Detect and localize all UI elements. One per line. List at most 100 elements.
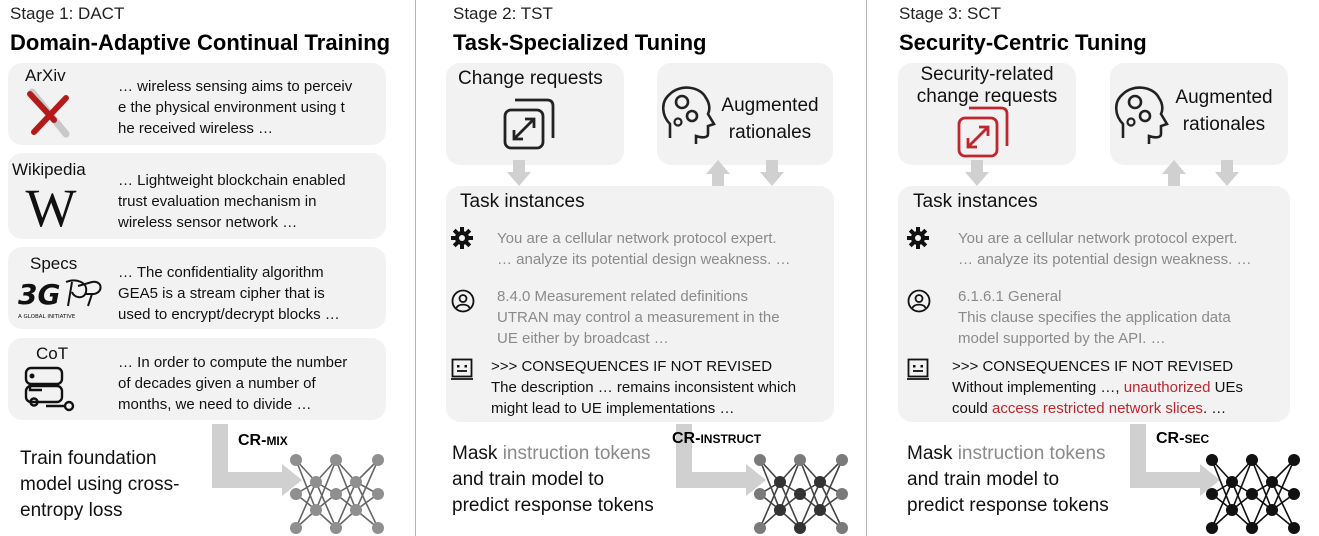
network-edge [295, 481, 317, 529]
network-node [794, 522, 806, 534]
network-node [836, 488, 848, 500]
network-node [350, 476, 362, 488]
user-input: 6.1.6.1 General This clause specifies th… [958, 288, 1231, 347]
source-text: … In order to compute the number of deca… [118, 354, 348, 413]
network-node [814, 504, 826, 516]
neural-network-icon [754, 454, 848, 534]
model-name: CR-SEC [1156, 430, 1210, 447]
network-edge [799, 459, 821, 511]
network-edge [355, 459, 379, 511]
task-instances-box [446, 186, 834, 422]
change-request-icon [503, 98, 555, 150]
network-edge [799, 481, 821, 529]
source-card-arxiv [8, 63, 386, 145]
neural-network-icon [1206, 454, 1300, 534]
model-name: CR-INSTRUCT [672, 430, 762, 447]
source-text: … Lightweight blockchain enabled trust e… [118, 172, 346, 231]
down-arrow [965, 160, 989, 186]
network-edge [1231, 459, 1253, 511]
network-node [1246, 454, 1258, 466]
network-node [774, 476, 786, 488]
augmented-rationales-title: Augmented rationales [1175, 87, 1273, 135]
training-description: Train foundation model using cross- entr… [20, 448, 180, 521]
network-node [1226, 504, 1238, 516]
user-icon [451, 289, 475, 313]
network-node [372, 522, 384, 534]
network-edge [1231, 481, 1253, 529]
network-node [1266, 504, 1278, 516]
source-text: … The confidentiality algorithm GEA5 is … [118, 264, 340, 323]
network-edge [1271, 481, 1295, 529]
flow-arrow [676, 424, 766, 496]
brain-gear-icon [661, 86, 716, 144]
source-name: CoT [36, 344, 69, 363]
network-node [836, 454, 848, 466]
network-node [290, 488, 302, 500]
network-edge [1211, 459, 1233, 511]
user-input: 8.4.0 Measurement related definitions UT… [497, 288, 780, 347]
source-card-wikipedia [8, 153, 386, 239]
down-arrow [1215, 160, 1239, 186]
stage-1-label: Stage 1: DACT [10, 4, 125, 23]
stage-divider [415, 0, 416, 536]
system-prompt: You are a cellular network protocol expe… [497, 230, 791, 268]
network-node [1206, 488, 1218, 500]
source-name: Wikipedia [12, 160, 86, 179]
network-edge [1251, 481, 1273, 529]
security-requests-title: Security-related change requests [916, 64, 1058, 107]
stage-2-title: Task-Specialized Tuning [453, 30, 707, 55]
network-node [330, 522, 342, 534]
network-node [794, 488, 806, 500]
network-edge [779, 481, 801, 529]
flow-arrow [212, 424, 302, 496]
assistant-icon [451, 358, 473, 380]
model-name: CR-MIX [238, 432, 288, 449]
network-node [372, 488, 384, 500]
network-node [310, 504, 322, 516]
task-instances-box [898, 186, 1290, 422]
network-node [330, 488, 342, 500]
network-node [290, 522, 302, 534]
network-edge [335, 459, 357, 511]
training-description: Mask instruction tokens and train model … [452, 443, 654, 516]
security-requests-box [898, 63, 1076, 165]
network-edge [1271, 459, 1295, 511]
network-node [836, 522, 848, 534]
network-node [330, 454, 342, 466]
response-text: >>> CONSEQUENCES IF NOT REVISED The desc… [491, 358, 797, 417]
svg-text:A GLOBAL INITIATIVE: A GLOBAL INITIATIVE [18, 314, 76, 320]
network-edge [759, 481, 781, 529]
network-node [794, 454, 806, 466]
arxiv-icon [27, 88, 70, 138]
up-arrow [706, 160, 730, 186]
network-node [754, 488, 766, 500]
stage-2-label: Stage 2: TST [453, 4, 553, 23]
network-node [1226, 476, 1238, 488]
source-card-cot [8, 338, 386, 420]
task-instances-title: Task instances [460, 191, 585, 212]
stage-divider [866, 0, 867, 536]
neural-network-icon [290, 454, 384, 534]
network-edge [335, 481, 357, 529]
svg-text:W: W [26, 178, 77, 238]
network-node [814, 476, 826, 488]
source-name: ArXiv [25, 66, 66, 85]
user-icon [907, 289, 931, 313]
source-name: Specs [30, 254, 78, 273]
network-node [1288, 522, 1300, 534]
workflow-icon [24, 366, 75, 412]
network-edge [1251, 459, 1273, 511]
network-node [1206, 522, 1218, 534]
network-edge [355, 481, 379, 529]
network-node [1206, 454, 1218, 466]
network-node [1288, 488, 1300, 500]
network-node [754, 522, 766, 534]
network-node [1246, 522, 1258, 534]
network-edge [759, 459, 781, 511]
network-edge [315, 459, 337, 511]
network-edge [819, 481, 843, 529]
gear-icon [907, 227, 929, 249]
up-arrow [1162, 160, 1186, 186]
gear-icon [451, 227, 473, 249]
network-node [754, 454, 766, 466]
